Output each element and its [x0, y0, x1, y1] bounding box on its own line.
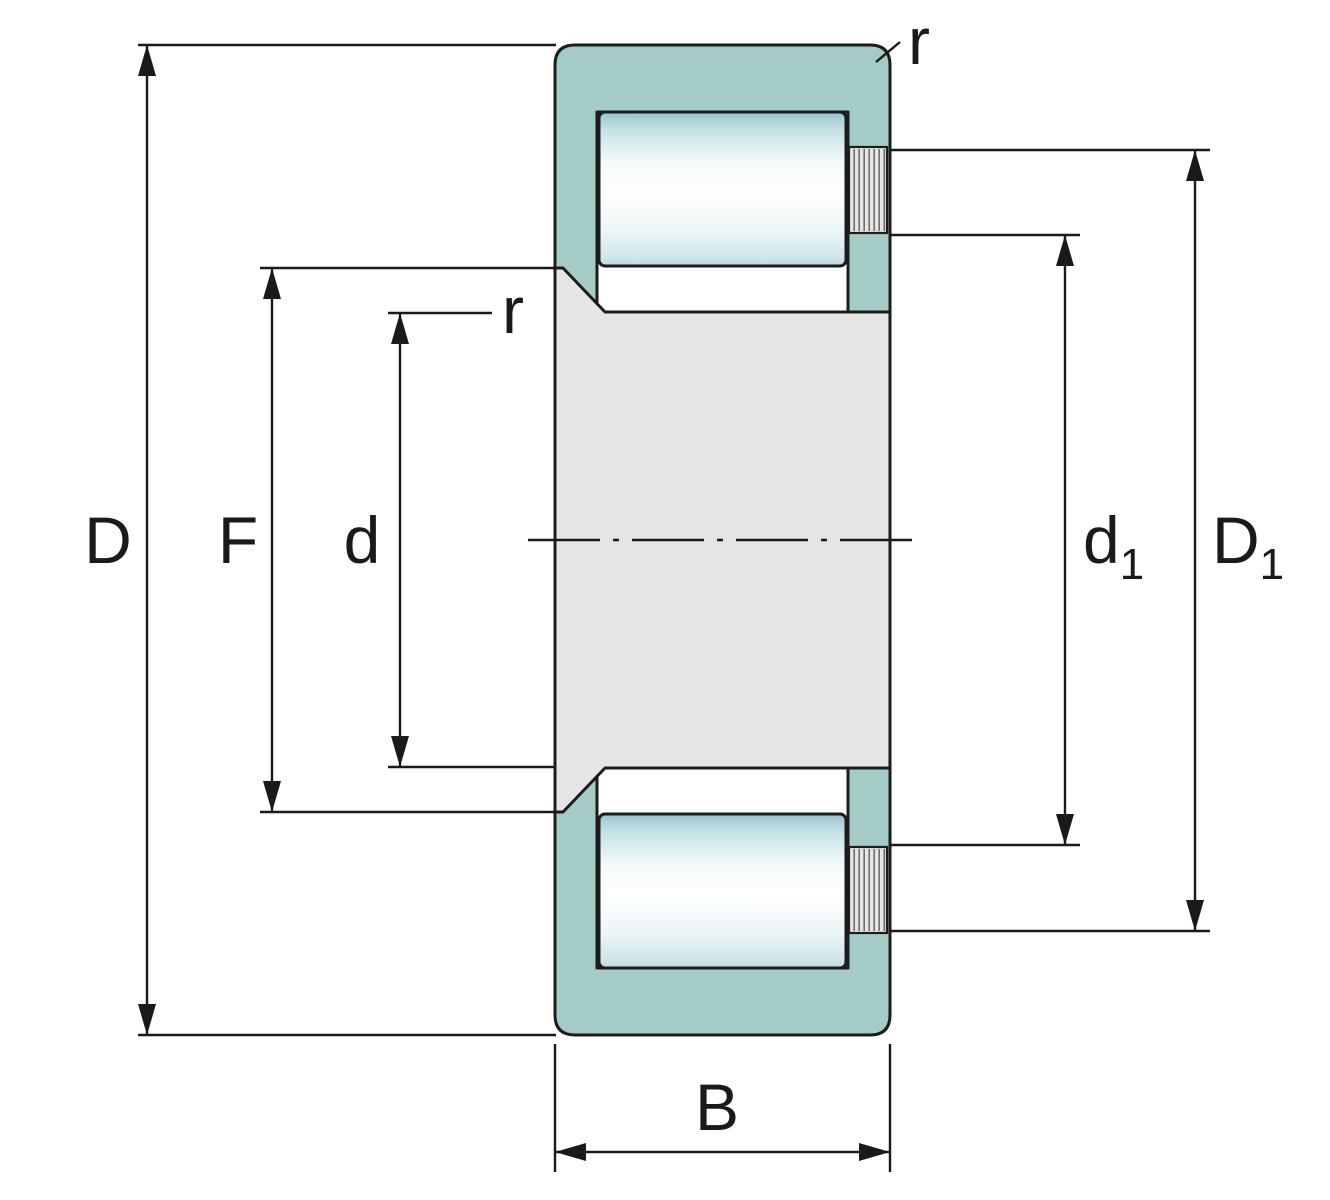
arrowhead-up	[391, 313, 409, 344]
leader-line	[875, 41, 901, 63]
arrowhead-down	[1056, 814, 1074, 845]
dimension-label-F: F	[218, 503, 258, 577]
roller-ribs-bottom	[847, 845, 889, 935]
dimension-F: F	[218, 266, 556, 814]
dimension-label-D1: D1	[1212, 503, 1284, 589]
D1-subscript: 1	[1260, 540, 1284, 589]
roller-top	[597, 110, 848, 268]
dimension-B: B	[553, 1044, 892, 1172]
dimension-D: D	[84, 43, 556, 1037]
dimension-label-r-outer: r	[908, 4, 930, 78]
arrowhead-right	[859, 1143, 890, 1161]
dimension-label-d1: d1	[1083, 503, 1144, 589]
arrowhead-down	[138, 1004, 156, 1035]
roller-ribs-top	[847, 145, 889, 235]
dimension-r-outer: r	[875, 4, 930, 78]
dimension-label-D: D	[84, 503, 132, 577]
dimension-label-d: d	[344, 503, 381, 577]
rib-stripes-bottom	[851, 849, 885, 931]
D1-base: D	[1212, 503, 1260, 577]
arrowhead-down	[391, 736, 409, 767]
d1-base: d	[1083, 503, 1120, 577]
arrowhead-down	[1186, 900, 1204, 931]
arrowhead-down	[263, 781, 281, 812]
arrowhead-left	[555, 1143, 586, 1161]
arrowhead-up	[1056, 235, 1074, 266]
dimension-label-B: B	[695, 1070, 739, 1144]
dimension-D1: D1	[890, 148, 1284, 933]
dimension-d: d	[344, 311, 556, 769]
arrowhead-up	[1186, 150, 1204, 181]
roller-bottom	[597, 812, 848, 970]
dimension-label-r-inner: r	[502, 273, 524, 347]
rib-stripes-top	[851, 149, 885, 231]
d1-subscript: 1	[1120, 540, 1144, 589]
arrowhead-up	[263, 268, 281, 299]
arrowhead-up	[138, 45, 156, 76]
dimension-d1: d1	[890, 233, 1144, 847]
